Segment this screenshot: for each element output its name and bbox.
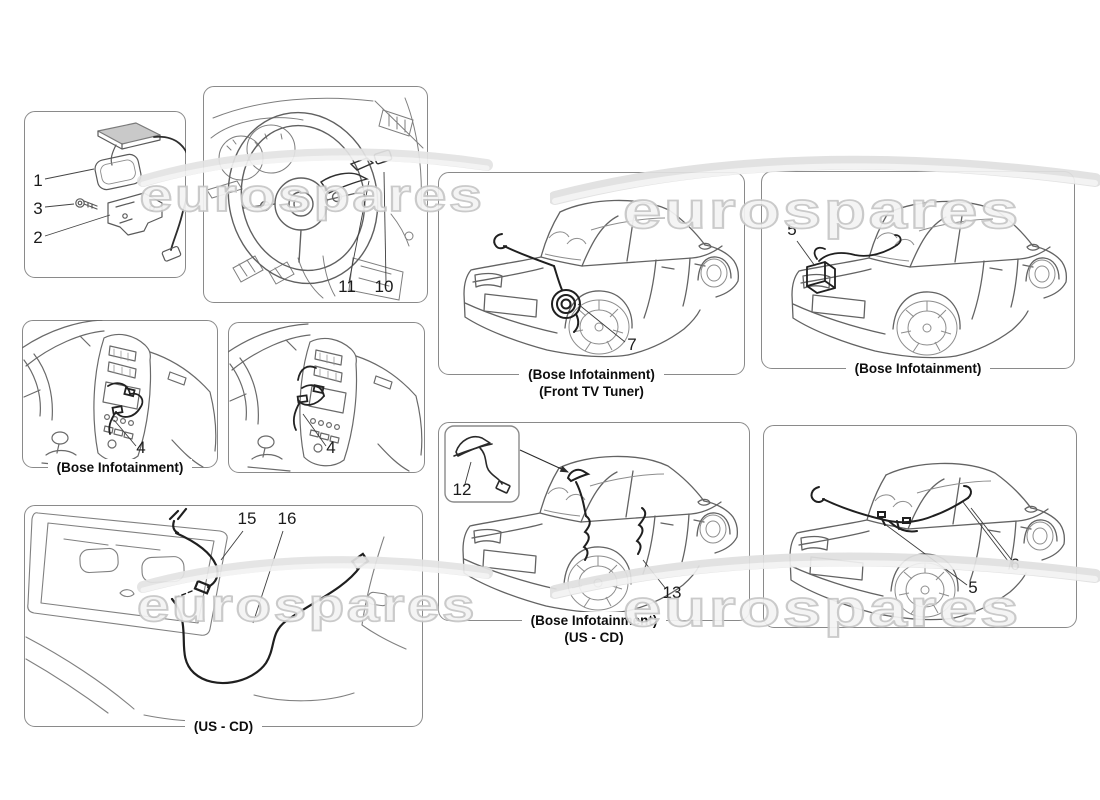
car-rear-sketch: 7 [463,199,740,358]
panel-car-bose-amplifier: 5 (Bose Infotainment) [761,171,1075,377]
caption-line: (Front TV Tuner) [530,383,653,400]
part-label-5[interactable]: 5 [968,578,977,597]
parcel-shelf-harness [810,485,972,533]
caption-line: (Bose Infotainment) [521,612,667,629]
tv-tuner-cable [493,233,581,333]
roof-cable [566,468,647,561]
car-body-outline [789,462,1066,621]
antenna-icon [168,507,188,535]
amplifier-and-cable [806,234,902,294]
part-label-6[interactable]: 6 [1010,555,1019,574]
inset-pointer-arrow [519,449,569,473]
car-body-outline [463,199,740,358]
panel-dashboard-bose: 4 (Bose Infotainment) [22,320,218,476]
antenna-inset: 12 [444,425,520,503]
center-console-outline [22,320,217,468]
mounting-bracket [107,192,163,236]
part-label-3[interactable]: 3 [33,199,42,218]
windshield-frame [27,512,228,636]
wiring-harness [107,382,144,435]
part-label-12[interactable]: 12 [453,480,472,499]
panel-caption: (Bose Infotainment) [761,360,1075,377]
panel-steering-wheel: 11 10 [203,86,428,303]
part-label-4[interactable]: 4 [326,438,335,457]
center-console-outline [228,323,423,472]
caption-line: (Bose Infotainment) [845,360,991,377]
seat [141,556,185,583]
dashboard-sketch: 4 [228,323,423,472]
caption-line: (US - CD) [184,718,263,735]
panel-car-rear-harness: 5 6 [763,425,1077,628]
car-body-outline [791,200,1068,359]
car-rear-sketch: 12 13 [444,425,739,614]
seat [79,547,119,574]
part-label-7[interactable]: 7 [627,335,636,354]
panel-car-front-tv-tuner: 7 (Bose Infotainment) (Front TV Tuner) [438,172,745,400]
dashboard-sketch: 4 [22,320,217,468]
panel-border [228,322,425,473]
wiring-harness [293,365,325,431]
part-label-5[interactable]: 5 [787,220,796,239]
panel-caption: (Bose Infotainment) (US - CD) [438,612,750,646]
part-label-2[interactable]: 2 [33,228,42,247]
car-rear-sketch: 5 6 [789,462,1066,621]
panel-border [763,425,1077,628]
gps-antenna [94,153,142,191]
caption-line: (Bose Infotainment) [47,459,193,476]
panel-antenna-module: 1 3 2 [24,111,186,278]
panel-caption: (Bose Infotainment) (Front TV Tuner) [438,366,745,400]
part-label-4[interactable]: 4 [136,438,145,457]
panel-border [24,111,186,278]
steering-wheel-sketch: 11 10 [206,97,424,301]
antenna-cable [153,135,186,251]
panel-car-bose-us-cd: 12 13 (Bose Infotainment) (US - CD) [438,422,750,646]
antenna-cables [168,507,370,685]
screw [75,198,98,210]
car-rear-sketch: 5 [787,200,1068,359]
part-label-1[interactable]: 1 [33,171,42,190]
part-label-13[interactable]: 13 [663,583,682,602]
caption-line: (Bose Infotainment) [519,366,664,383]
panel-border [203,86,428,303]
panel-cabin-antenna: 15 16 (US - CD) [24,505,423,735]
antenna-module-sketch: 1 3 2 [33,122,186,262]
cabin-sketch: 15 16 [25,507,407,722]
part-label-15[interactable]: 15 [238,509,257,528]
rearview-mirror [119,589,135,598]
panel-caption: (Bose Infotainment) [22,459,218,476]
panel-caption: (US - CD) [24,718,423,735]
caption-line: (US - CD) [555,629,633,646]
door-mirror [367,591,389,607]
part-label-10[interactable]: 10 [375,277,394,296]
panel-dashboard-alt: 4 [228,322,425,473]
cable-connector [161,245,182,262]
part-label-11[interactable]: 11 [338,277,356,296]
part-label-16[interactable]: 16 [278,509,297,528]
roof-antenna-icon [455,436,491,457]
